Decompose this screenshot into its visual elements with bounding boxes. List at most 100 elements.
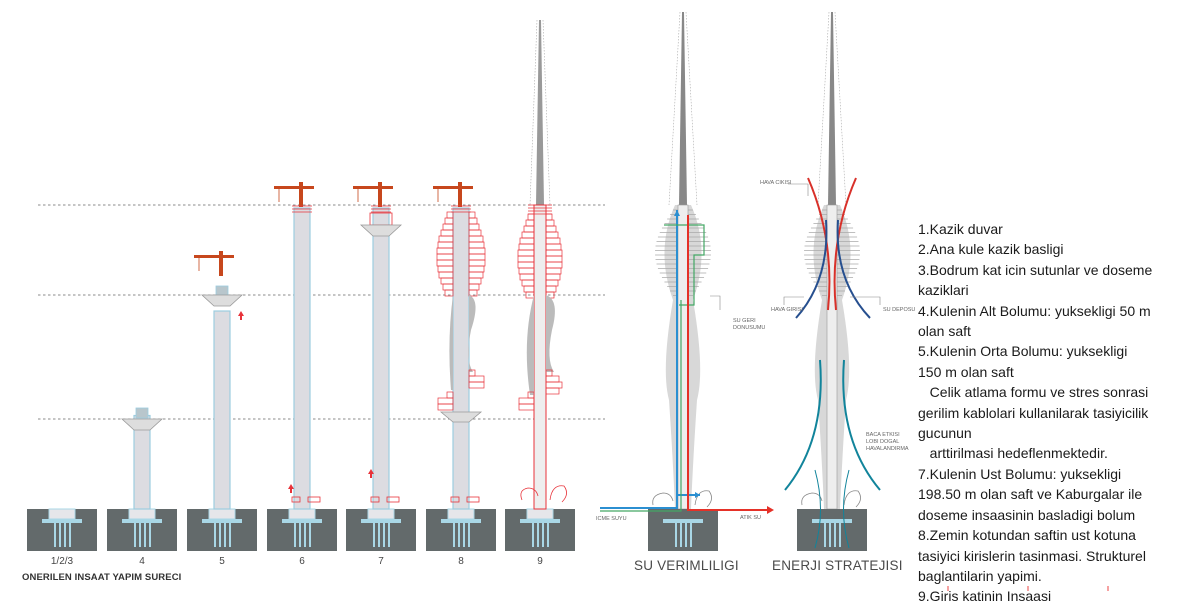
formwork-brick <box>545 225 557 233</box>
pile <box>373 523 375 547</box>
note-line: olan saft <box>918 323 971 340</box>
pile-cap-plate <box>361 519 401 523</box>
stage-label: 9 <box>537 556 543 567</box>
pile <box>224 523 226 547</box>
crane-jib <box>194 255 234 258</box>
waste-water-label: ATIK SU <box>740 515 761 521</box>
formwork-brick <box>442 283 454 291</box>
tower-core <box>677 204 689 510</box>
climbing-platform <box>359 224 403 237</box>
lobby-roof <box>652 490 712 508</box>
recycling-loop <box>664 224 705 306</box>
pile <box>542 523 544 547</box>
intake-air-curve <box>795 219 828 319</box>
base-form <box>307 496 321 503</box>
spire <box>536 20 544 205</box>
formwork-brick <box>468 229 482 237</box>
formwork-brick <box>437 397 454 405</box>
stack-effect-curve <box>784 359 822 491</box>
formwork-brick <box>523 285 535 293</box>
formwork-brick <box>468 375 485 383</box>
note-line: 5.Kulenin Orta Bolumu: yuksekligi <box>918 343 1128 360</box>
formwork-brick <box>545 255 563 263</box>
pile <box>378 523 380 547</box>
water-tank-label: SU DEPOSU <box>883 307 916 313</box>
climbing-platform <box>200 294 244 307</box>
formwork-brick <box>521 279 535 287</box>
pile <box>388 523 390 547</box>
formwork-brick <box>545 261 563 269</box>
arrow-head <box>674 210 680 216</box>
pile-cap-plate <box>42 519 82 523</box>
pile <box>468 523 470 547</box>
energy-strategy-title: ENERJI STRATEJISI <box>772 558 903 573</box>
diagram-canvas <box>27 11 1109 591</box>
pile-cap <box>208 508 236 520</box>
formwork-brick <box>436 253 454 261</box>
drinking-water-label: ICME SUYU <box>596 516 627 522</box>
arrow-head <box>767 506 774 514</box>
formwork-brick <box>518 267 535 275</box>
water-efficiency-diagram <box>600 11 774 551</box>
air-intake-label: HAVA GIRISI <box>771 307 803 313</box>
pile <box>134 523 136 547</box>
shaft-profile <box>468 295 476 372</box>
formwork-brick <box>545 285 557 293</box>
formwork-brick <box>437 265 454 273</box>
formwork-brick <box>468 271 484 279</box>
formwork-brick <box>446 391 454 399</box>
formwork-brick <box>444 217 454 225</box>
climbing-platform <box>439 411 483 423</box>
tower-shaft <box>372 207 390 510</box>
pile <box>383 523 385 547</box>
note-line: 3.Bodrum kat icin sutunlar ve doseme <box>918 261 1153 278</box>
pile <box>294 523 296 547</box>
label-line: DONUSUMU <box>733 325 766 331</box>
label-line: SU GERI <box>733 318 756 324</box>
pile <box>59 523 61 547</box>
water-supply-line <box>600 210 678 509</box>
formwork-brick <box>440 229 454 237</box>
note-line: 2.Ana kule kazik basligi <box>918 241 1064 258</box>
air-exhaust-label: HAVA CIKISI <box>760 180 792 186</box>
water-efficiency-title: SU VERIMLILIGI <box>634 558 739 573</box>
pile <box>64 523 66 547</box>
formwork-brick <box>521 231 535 239</box>
formwork-brick <box>519 237 535 245</box>
construction-notes: 1.Kazik duvar 2.Ana kule kazik basligi 3… <box>918 219 1198 607</box>
formwork-brick <box>444 289 454 297</box>
note-line: Celik atlama formu ve stres sonrasi <box>918 384 1149 401</box>
base-form <box>386 496 400 503</box>
note-line: tasiyici kirislerin tasinmasi. Strukture… <box>918 547 1146 564</box>
spire-outline <box>817 11 847 206</box>
pile <box>139 523 141 547</box>
formwork-brick <box>437 241 454 249</box>
construction-stage <box>346 182 416 551</box>
crane-mast <box>299 182 303 207</box>
formwork-brick <box>468 265 485 273</box>
construction-stage <box>27 508 97 551</box>
pile-cap <box>526 508 554 520</box>
pile-cap-plate <box>520 519 560 523</box>
formwork-brick <box>545 375 560 383</box>
formwork-brick <box>518 403 535 411</box>
pile-cap <box>447 508 475 520</box>
recycled-water-line <box>600 300 682 512</box>
leader-line <box>710 295 721 310</box>
pile <box>547 523 549 547</box>
crane-mast <box>219 251 223 276</box>
formwork-brick <box>436 247 454 255</box>
shaft-profile <box>546 295 555 372</box>
pile <box>69 523 71 547</box>
water-recycling-label: SU GERI DONUSUMU <box>733 318 765 332</box>
pile <box>537 523 539 547</box>
arrow-head <box>695 492 700 498</box>
base-form <box>370 496 380 503</box>
formwork-brick <box>468 217 478 225</box>
pile <box>675 523 677 547</box>
base-form <box>466 496 480 503</box>
form-box <box>135 407 149 419</box>
formwork-brick <box>442 223 454 231</box>
pile-cap <box>128 508 156 520</box>
pile <box>829 523 831 547</box>
